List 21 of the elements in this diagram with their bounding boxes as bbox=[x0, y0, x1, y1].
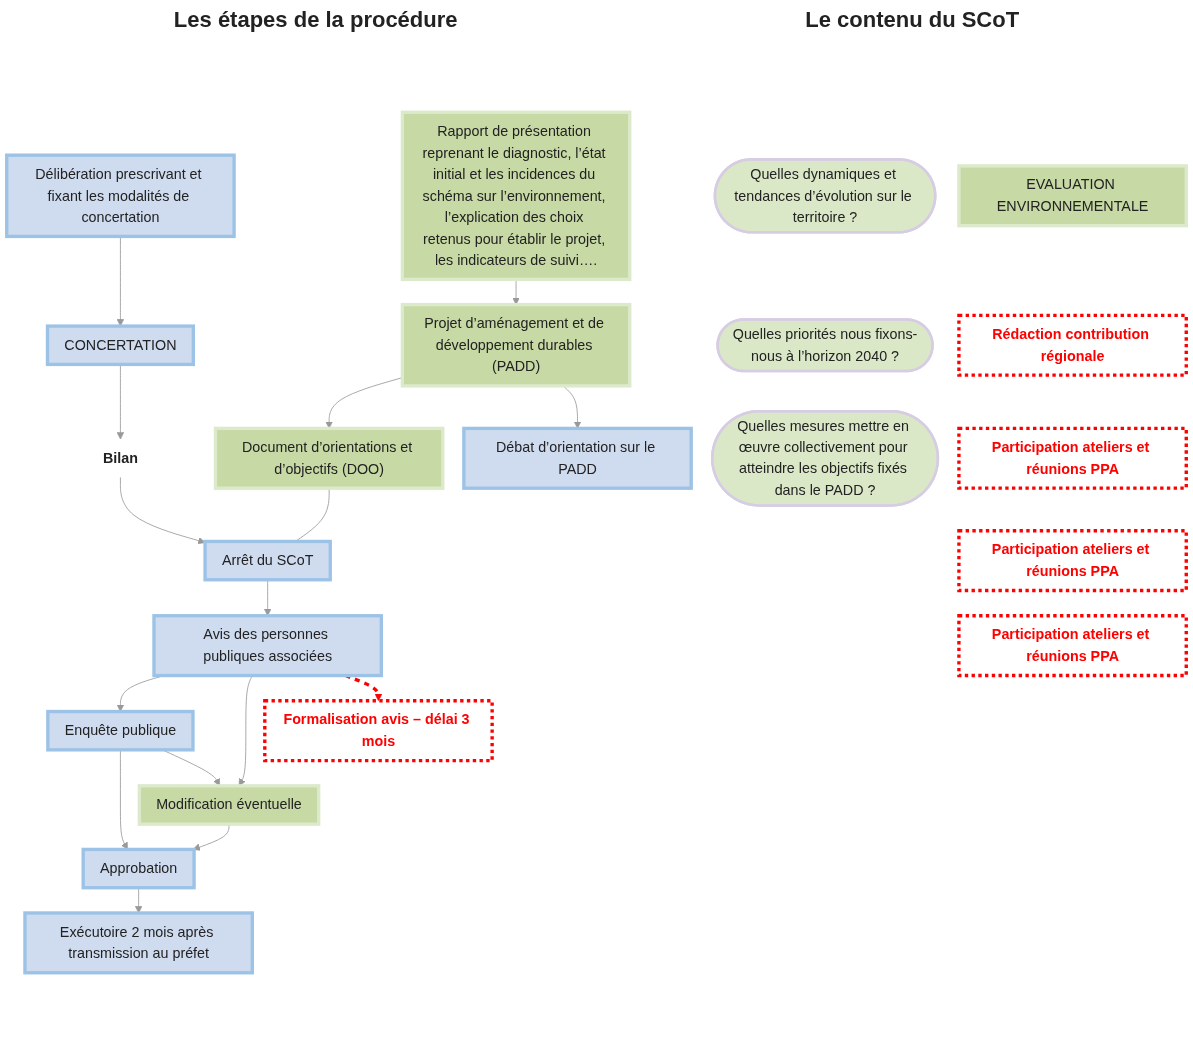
node-box: Projet d’aménagement et de développement durables (PADD) bbox=[400, 302, 632, 388]
node-box: Document d’orientations et d’objectifs (DOO) bbox=[213, 426, 445, 490]
node-box: Participation ateliers et réunions PPA bbox=[957, 426, 1188, 490]
node-box: CONCERTATION bbox=[45, 324, 195, 367]
node-box: Participation ateliers et réunions PPA bbox=[957, 529, 1188, 593]
node-box: Avis des personnes publiques associées bbox=[152, 614, 383, 678]
node-box: Délibération prescrivant et fixant les modalités de concertation bbox=[5, 153, 236, 239]
node-box: Rapport de présentation reprenant le diagnostic, l’état initial et les incidences du schéma sur l’environnement, l’explication des choix retenus pour établir le projet, les indicateurs de suivi…. bbox=[400, 110, 632, 282]
node-box: Approbation bbox=[81, 847, 196, 890]
node-box: Exécutoire 2 mois après transmission au préfet bbox=[23, 911, 254, 975]
node-box: Débat d’orientation sur le PADD bbox=[462, 426, 693, 490]
column-heading: Les étapes de la procédure bbox=[173, 7, 458, 33]
node-text: Bilan bbox=[102, 450, 138, 467]
node-box: Enquête publique bbox=[46, 709, 195, 752]
column-heading: Le contenu du SCoT bbox=[805, 7, 1020, 33]
node-box: Modification éventuelle bbox=[137, 784, 321, 826]
node-box: Arrêt du SCoT bbox=[203, 539, 332, 582]
node-box: Rédaction contribution régionale bbox=[957, 313, 1188, 377]
node-box: Participation ateliers et réunions PPA bbox=[957, 614, 1188, 678]
node-box: EVALUATION ENVIRONNEMENTALE bbox=[957, 164, 1188, 228]
node-box: Formalisation avis – délai 3 mois bbox=[263, 699, 494, 763]
